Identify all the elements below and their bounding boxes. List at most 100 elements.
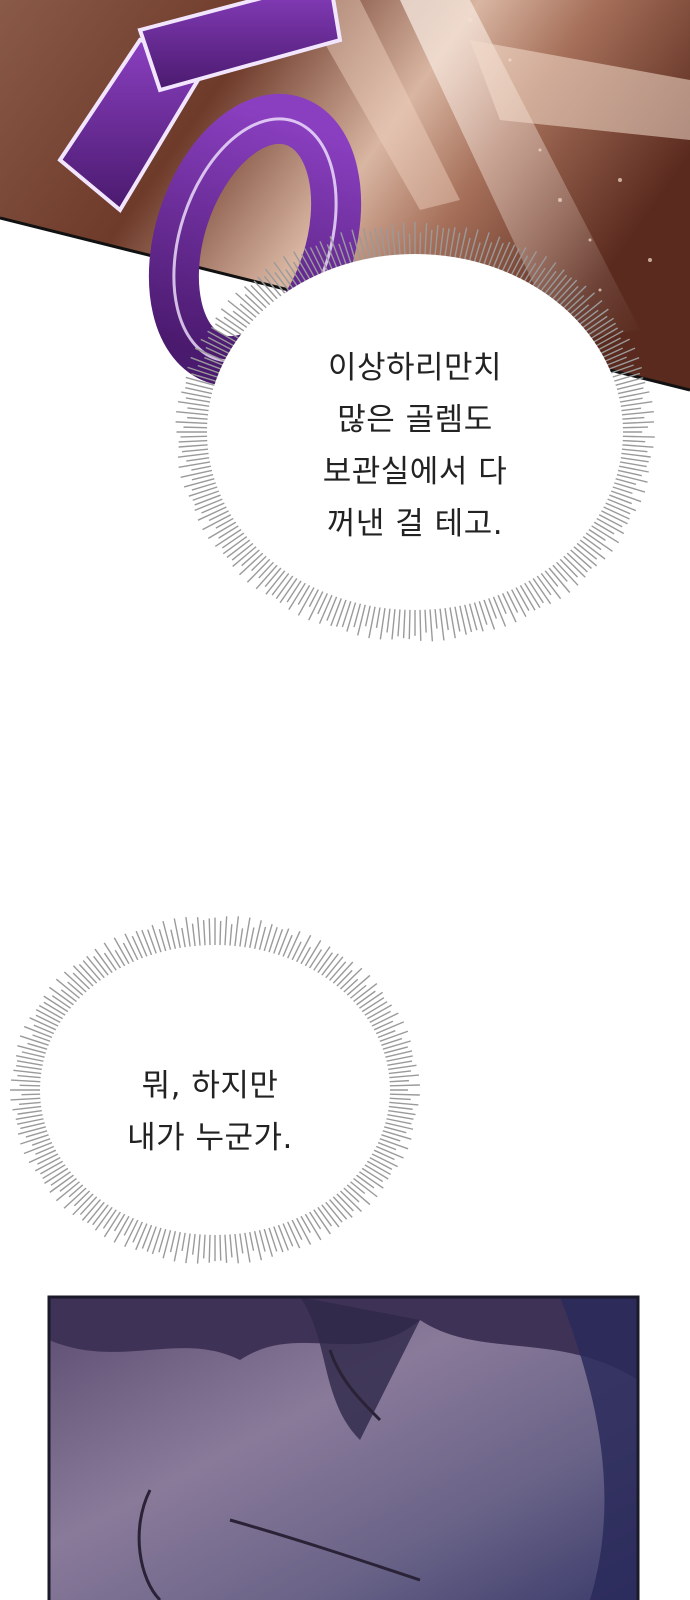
bubble-spike (55, 978, 84, 1002)
bubble-spike (113, 1212, 132, 1243)
bubble-spike (595, 512, 623, 528)
bubble-spike (614, 387, 644, 396)
bubble-spike (314, 1203, 333, 1227)
bubble-spike (231, 540, 257, 561)
bubble-spike (17, 1074, 45, 1079)
bubble-spike (443, 604, 449, 631)
bubble-spike (151, 1223, 163, 1255)
bottom-panel-border (47, 1295, 640, 1600)
bubble-spike (310, 1205, 331, 1235)
bubble-spike (608, 485, 633, 495)
bubble-spike (587, 523, 620, 544)
bubble-spike (368, 1012, 399, 1029)
debris-particles (468, 18, 652, 292)
bubble-spike (385, 1101, 419, 1106)
bubble-spike (202, 920, 206, 950)
bubble-spike (384, 1105, 413, 1110)
bubble-spike (16, 1060, 47, 1067)
bubble-spike (380, 227, 387, 260)
bubble-spike (386, 229, 392, 260)
bubble-spike (585, 317, 614, 338)
bubble-spike (517, 250, 538, 283)
bubble-spike (35, 1009, 65, 1025)
bubble-spike (271, 929, 284, 958)
bubble-spike (618, 426, 649, 429)
bubble-spike (553, 558, 579, 586)
bubble-spike (162, 1226, 173, 1259)
bubble-spike (486, 594, 498, 619)
bubble-spike (257, 926, 267, 954)
bubble-spike (173, 918, 182, 952)
bubble-spike (190, 356, 225, 371)
bubble-spike (246, 556, 274, 583)
bubble-spike (319, 241, 335, 273)
bubble-spike (292, 261, 308, 285)
bubble-spike (40, 1158, 67, 1175)
bubble-spike (534, 262, 557, 292)
bubble-spike (239, 549, 267, 576)
bubble-spike (467, 229, 479, 265)
bubble-spike (228, 1230, 233, 1258)
bubble-spike (382, 1117, 412, 1125)
bubble-spike (187, 366, 222, 379)
bubble-spike (385, 1084, 420, 1087)
bubble-spike (346, 984, 367, 1002)
bubble-spike (372, 1021, 405, 1036)
bubble-spike (132, 1217, 145, 1243)
bubble-spike (59, 1175, 81, 1192)
bubble-spike (599, 347, 624, 360)
bubble-spike (202, 512, 235, 531)
bubble-spike (185, 917, 192, 951)
bubble-spike (335, 595, 348, 627)
bubble-spike (309, 247, 326, 277)
bubble-spike (477, 597, 488, 625)
bubble-spike (258, 558, 277, 579)
bubble-spike (214, 526, 245, 547)
bubble-spike (135, 1219, 150, 1251)
bubble-spike (294, 934, 312, 966)
bubble-spike (271, 569, 292, 596)
bubble-spike (549, 561, 568, 582)
bubble-spike (274, 272, 292, 295)
speech-bubble-2-body (40, 945, 390, 1235)
bubble-spike (207, 336, 235, 352)
bubble-spike (534, 572, 552, 596)
bubble-spike (222, 533, 251, 555)
bubble-spike (191, 373, 220, 383)
bubble-spike (73, 1187, 93, 1207)
bubble-spike (262, 924, 273, 955)
bubble-spike (438, 604, 445, 641)
light-beam (300, 0, 460, 210)
light-beam (470, 40, 690, 140)
bubble-spike (285, 1217, 301, 1249)
bubble-spike (187, 416, 212, 421)
bubble-spike (358, 236, 367, 264)
bubble-spike (196, 1230, 202, 1264)
bubble-spike (611, 377, 644, 387)
bubble-spike (587, 322, 616, 341)
bubble-spike (113, 937, 132, 968)
bubble-spike (263, 275, 284, 300)
bubble-spike (322, 1198, 343, 1223)
bubble-spike (615, 464, 649, 473)
dialogue-line: 이상하리만치 (327, 350, 503, 386)
bubble-spike (162, 920, 173, 954)
bubble-spike (504, 248, 520, 277)
bubble-spike (215, 317, 245, 338)
bubble-spike (599, 504, 630, 520)
bubble-spike (72, 965, 97, 990)
bubble-spike (582, 315, 608, 334)
bubble-spike (617, 411, 654, 416)
bubble-spike (601, 500, 631, 515)
bubble-spike (55, 1178, 84, 1202)
bubble-spike (355, 991, 384, 1011)
bubble-spike (340, 1184, 360, 1203)
bubble-spike (419, 605, 422, 641)
bubble-spike (603, 356, 627, 368)
bubble-spike (297, 581, 313, 606)
bubble-spike (297, 583, 317, 616)
bubble-spike (50, 1169, 75, 1186)
bubble-spike (232, 543, 260, 568)
bubble-spike (380, 1046, 408, 1055)
